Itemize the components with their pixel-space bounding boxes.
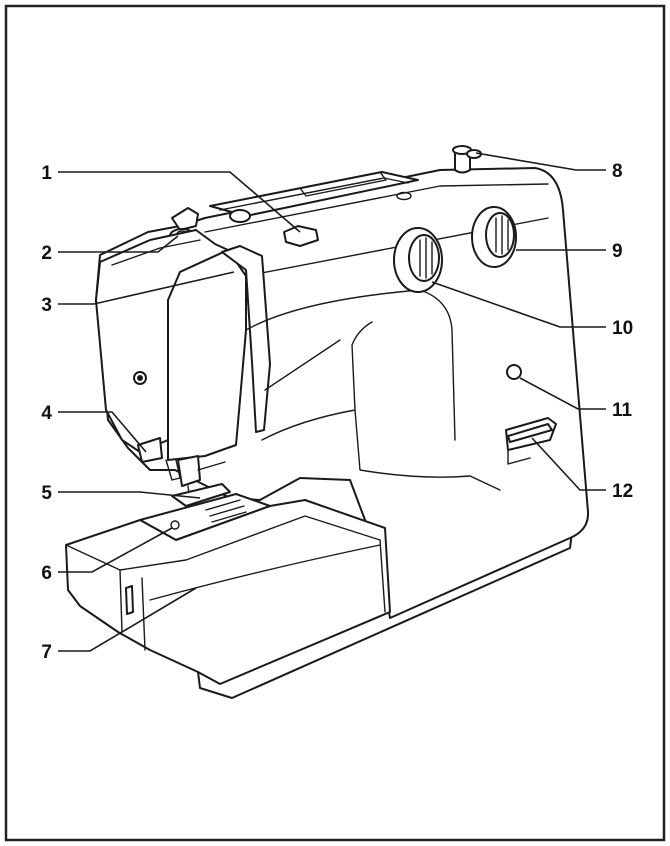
callout-5: 5 xyxy=(41,483,52,504)
leader-7 xyxy=(58,587,197,652)
sewing-machine-illustration xyxy=(65,145,590,699)
pattern-selector-dial xyxy=(393,227,443,293)
callout-6: 6 xyxy=(41,563,52,584)
callout-7: 7 xyxy=(41,642,52,663)
callout-8: 8 xyxy=(612,161,623,182)
reverse-button xyxy=(506,364,522,380)
callout-1: 1 xyxy=(41,163,52,184)
stitch-length-dial xyxy=(471,206,517,268)
callout-12: 12 xyxy=(612,481,633,502)
callout-11: 11 xyxy=(612,400,633,421)
callout-9: 9 xyxy=(612,241,623,262)
leader-2 xyxy=(58,235,179,253)
callout-3: 3 xyxy=(41,295,52,316)
leader-lines xyxy=(58,152,606,652)
accessory-box xyxy=(65,499,391,685)
callout-10: 10 xyxy=(612,318,633,339)
callout-4: 4 xyxy=(41,403,52,424)
leader-12 xyxy=(531,437,606,491)
thread-guide xyxy=(283,225,319,247)
take-up-lever xyxy=(221,245,271,433)
reverse-lever xyxy=(505,417,557,465)
leader-1 xyxy=(58,171,301,233)
needle-assembly xyxy=(137,437,231,507)
leader-11 xyxy=(519,377,606,410)
callout-numbers: 1 2 3 4 5 6 7 8 9 10 11 12 xyxy=(41,161,633,663)
leader-6 xyxy=(58,527,173,573)
head-front-panel xyxy=(167,249,247,461)
leader-8 xyxy=(475,152,606,171)
spool-pin xyxy=(452,145,482,174)
diagram-frame xyxy=(4,4,666,842)
leader-5 xyxy=(58,491,201,499)
callout-2: 2 xyxy=(41,243,52,264)
leader-10 xyxy=(431,281,606,328)
leader-3 xyxy=(58,271,235,305)
leader-4 xyxy=(58,411,147,453)
